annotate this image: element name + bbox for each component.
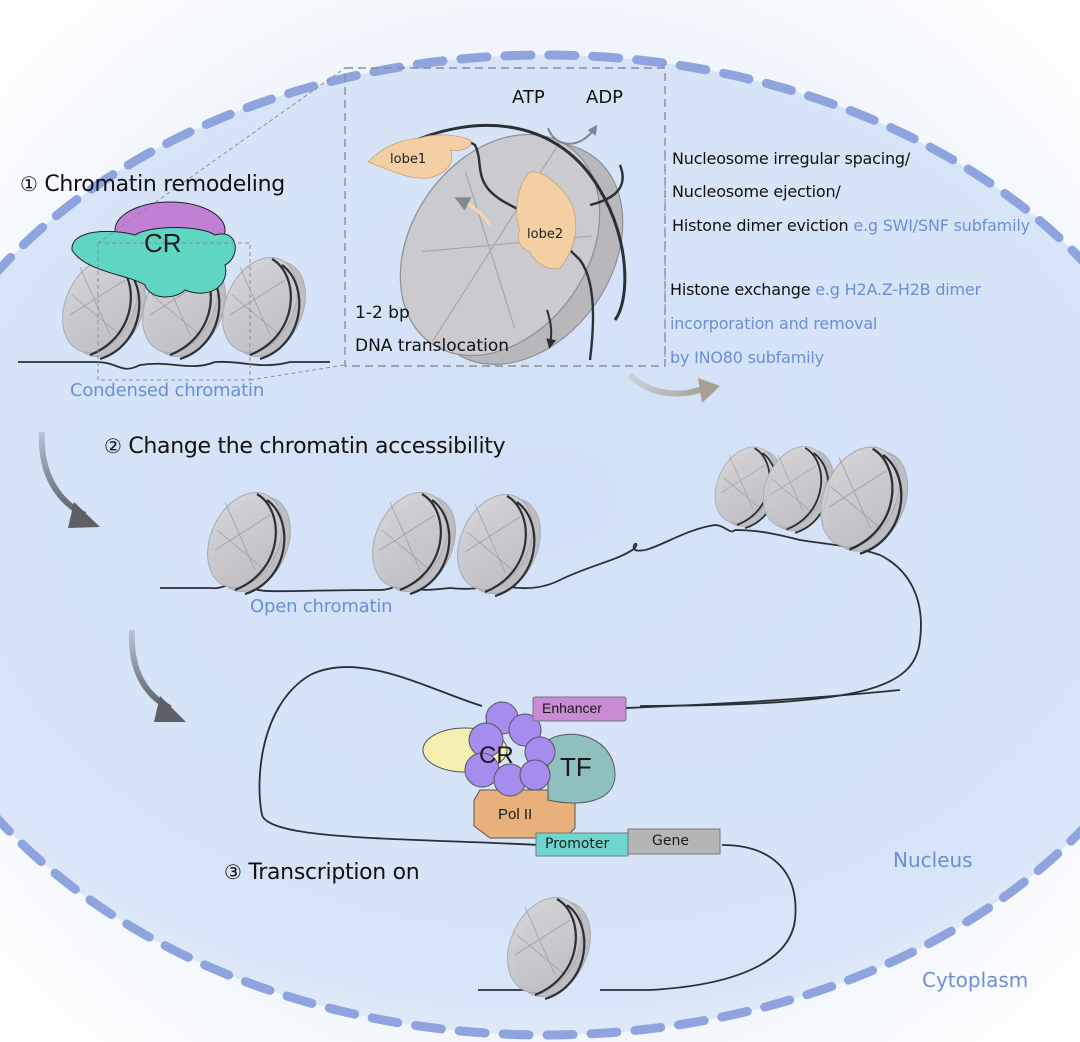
nuclear-membrane: [0, 50, 1080, 1040]
step2-title-text: Change the chromatin accessibility: [128, 434, 506, 459]
direction-arrow: [454, 197, 492, 226]
lobe1-hand: [367, 134, 472, 179]
gene-label: Gene: [652, 833, 689, 849]
step2-number: ②: [104, 434, 122, 458]
step3-title: ③ Transcription on: [224, 860, 420, 885]
step1-number: ①: [20, 172, 38, 196]
step1-title: ① Chromatin remodeling: [20, 172, 285, 197]
tf-subunit: [547, 733, 616, 804]
cr-label-step3: CR: [479, 742, 514, 769]
step3-number: ③: [224, 860, 242, 884]
step-arrow-head: [68, 502, 100, 528]
step-arrow-head: [154, 696, 186, 722]
enhancer-box: [532, 696, 627, 722]
nucleus-label: Nucleus: [893, 848, 973, 872]
tf-label: TF: [560, 752, 592, 782]
step3-title-text: Transcription on: [248, 860, 420, 885]
adp-label: ADP: [586, 87, 624, 108]
atp-label: ATP: [512, 87, 545, 108]
open-chromatin-caption: Open chromatin: [250, 596, 393, 617]
cr-teal-subunit: [71, 227, 236, 298]
outcome-text: Histone dimer eviction: [672, 216, 849, 235]
promoter-label: Promoter: [545, 836, 610, 852]
step1-title-text: Chromatin remodeling: [44, 172, 285, 197]
outcome-example: incorporation and removal: [670, 314, 878, 333]
outcome-arrow: [627, 372, 707, 397]
outcome-line: Histone dimer eviction e.g SWI/SNF subfa…: [672, 216, 1030, 235]
remodeling-inset: [344, 67, 666, 367]
open-chromatin: [160, 433, 925, 707]
outcome-example: e.g SWI/SNF subfamily: [853, 216, 1030, 235]
outcome-line: Histone exchange e.g H2A.Z-H2B dimer: [670, 280, 981, 299]
lobe2-label: lobe2: [527, 227, 564, 242]
atp-adp-arrow: [547, 124, 598, 145]
step2-title: ② Change the chromatin accessibility: [104, 434, 506, 459]
cr-label: CR: [144, 228, 182, 258]
dna-strand: [625, 689, 901, 709]
outcome-text: Histone exchange: [670, 280, 811, 299]
outcome-line: incorporation and removal: [670, 314, 877, 333]
dna-strand: [160, 524, 922, 707]
outcome-text: Nucleosome irregular spacing/: [672, 149, 911, 168]
outcome-line: Nucleosome irregular spacing/: [672, 149, 910, 168]
translocation-arrow: [546, 309, 557, 349]
pol-ii-label: Pol II: [498, 806, 533, 823]
transcription-complex: [258, 666, 901, 1010]
outcome-line: by INO80 subfamily: [670, 348, 824, 367]
outcome-arrowhead: [698, 378, 720, 403]
zoom-guide: [97, 67, 346, 381]
gene-box: [627, 828, 721, 855]
dna-strand: [589, 164, 624, 207]
lobe2-hand: [516, 171, 577, 270]
outcome-line: Nucleosome ejection/: [672, 182, 841, 201]
enhancer-label: Enhancer: [542, 700, 602, 716]
dna-strand: [600, 844, 797, 991]
dna-translocation-label: DNA translocation: [355, 336, 509, 356]
outcome-text: Nucleosome ejection/: [672, 182, 841, 201]
condensed-chromatin-caption: Condensed chromatin: [70, 380, 265, 401]
lobe1-label: lobe1: [390, 152, 427, 167]
cr-cluster: [464, 701, 556, 797]
outcome-example: e.g H2A.Z-H2B dimer: [815, 280, 981, 299]
dna-loop: [258, 666, 541, 846]
outcome-example: by INO80 subfamily: [670, 348, 824, 367]
condensed-chromatin: [18, 67, 346, 381]
cytoplasm-label: Cytoplasm: [922, 968, 1029, 992]
step-size-label: 1-2 bp: [355, 303, 410, 323]
dna-strand: [404, 123, 627, 321]
dna-strand: [18, 360, 330, 370]
